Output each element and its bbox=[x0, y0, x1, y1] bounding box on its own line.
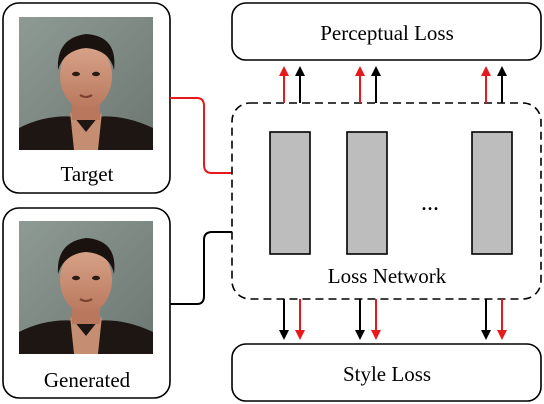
target-label: Target bbox=[61, 162, 114, 186]
target-connector-line bbox=[170, 97, 232, 174]
style-loss-box: Style Loss bbox=[231, 343, 542, 402]
style-arrow-red-3 bbox=[497, 299, 507, 340]
perceptual-loss-label: Perceptual Loss bbox=[320, 21, 454, 45]
perceptual-arrow-black-3 bbox=[497, 66, 507, 103]
loss-network-box: ... Loss Network bbox=[231, 102, 542, 300]
perceptual-arrow-red-3 bbox=[481, 66, 491, 103]
generated-panel: Generated bbox=[2, 207, 171, 399]
feature-arrows bbox=[279, 66, 507, 340]
style-arrow-black-2 bbox=[355, 299, 365, 340]
style-arrow-red-1 bbox=[295, 299, 305, 340]
target-panel: Target bbox=[2, 2, 171, 194]
feature-layer-n bbox=[471, 131, 513, 255]
generated-label: Generated bbox=[44, 368, 131, 392]
feature-layer-2 bbox=[346, 131, 388, 255]
generated-connector-line bbox=[170, 231, 232, 305]
style-arrow-black-1 bbox=[279, 299, 289, 340]
perceptual-arrow-red-2 bbox=[355, 66, 365, 103]
generated-portrait-image bbox=[19, 221, 153, 354]
perceptual-arrow-black-1 bbox=[295, 66, 305, 103]
loss-network-label: Loss Network bbox=[328, 264, 447, 288]
style-arrow-black-3 bbox=[481, 299, 491, 340]
perceptual-arrow-black-2 bbox=[371, 66, 381, 103]
style-loss-label: Style Loss bbox=[343, 362, 431, 386]
layers-ellipsis: ... bbox=[421, 190, 439, 216]
perceptual-arrow-red-1 bbox=[279, 66, 289, 103]
target-portrait-image bbox=[19, 17, 153, 150]
style-arrow-red-2 bbox=[371, 299, 381, 340]
feature-layer-1 bbox=[269, 131, 311, 255]
perceptual-loss-box: Perceptual Loss bbox=[231, 2, 542, 61]
